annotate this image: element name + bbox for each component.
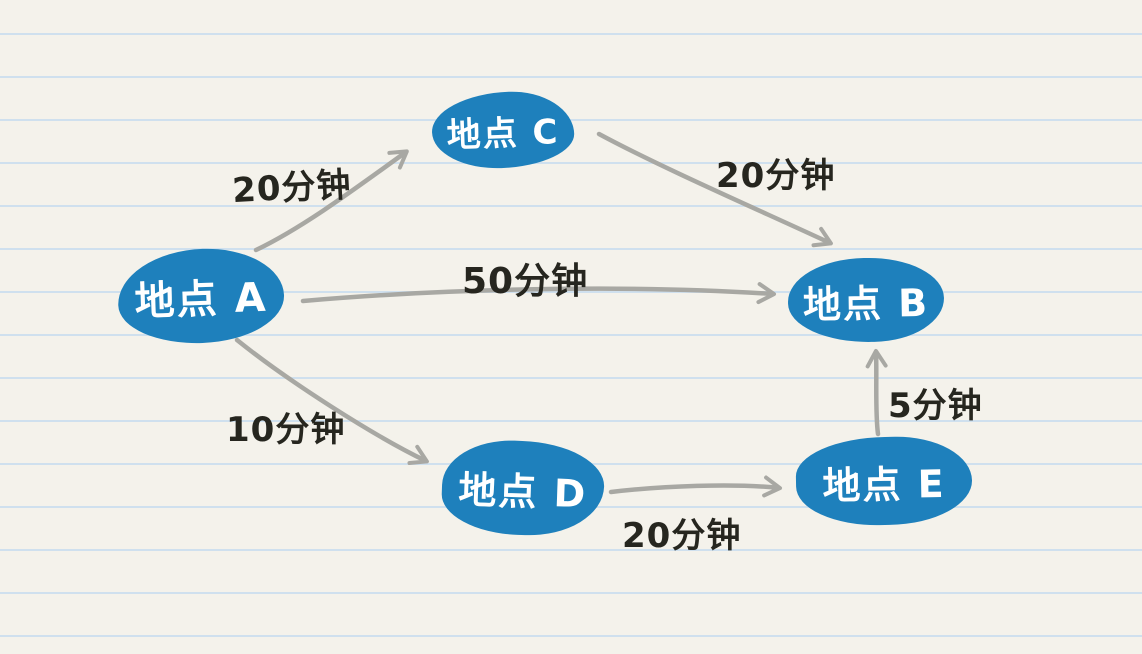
node-location-a-label: 地点 A xyxy=(133,274,269,326)
edge-a-c-time-label: 20分钟 xyxy=(231,164,353,212)
edge-a-b-time-label: 50分钟 xyxy=(462,261,589,302)
edge-d-e-time-label: 20分钟 xyxy=(622,516,742,556)
edge-e-b-time-label: 5分钟 xyxy=(888,386,983,426)
node-location-a: 地点 A xyxy=(116,246,286,346)
edge-a-d-time-label: 10分钟 xyxy=(226,410,346,450)
node-location-e: 地点 E xyxy=(795,435,973,527)
edge-c-b-time-label: 20分钟 xyxy=(716,156,836,196)
node-location-d: 地点 D xyxy=(440,438,606,538)
node-location-e-label: 地点 E xyxy=(822,461,947,508)
node-location-c-label: 地点 C xyxy=(446,111,561,156)
node-location-b-label: 地点 B xyxy=(802,280,930,327)
edge-e-b-arrow xyxy=(865,349,888,437)
node-location-d-label: 地点 D xyxy=(457,467,588,516)
node-location-b: 地点 B xyxy=(787,256,945,344)
edge-d-e-arrow xyxy=(608,475,782,498)
node-location-c: 地点 C xyxy=(430,89,576,171)
